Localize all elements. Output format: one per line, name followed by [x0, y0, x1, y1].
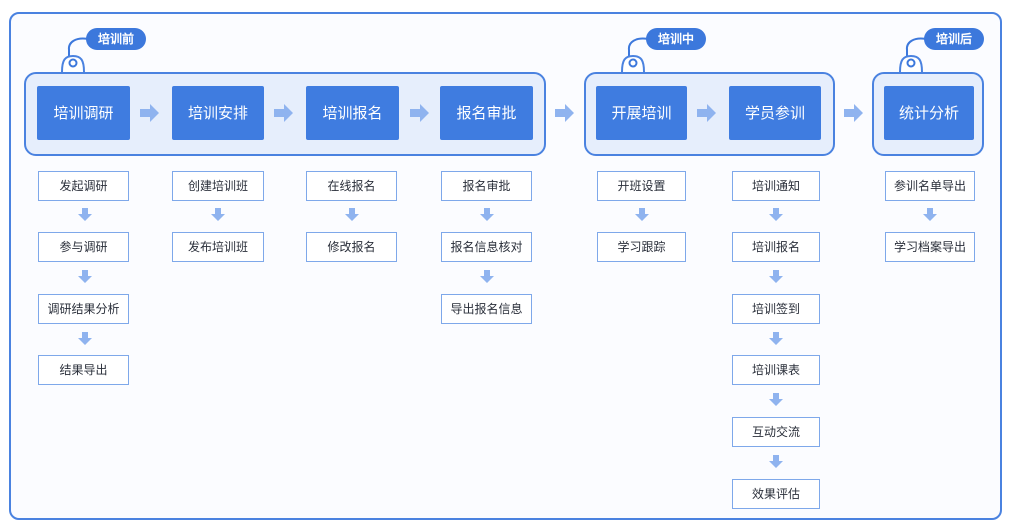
- right-arrow-icon: [844, 104, 863, 122]
- step-box: 发起调研: [38, 171, 129, 201]
- step-box: 培训通知: [732, 171, 820, 201]
- phase-tag: 培训前: [86, 28, 146, 50]
- stage-box: 学员参训: [729, 86, 821, 140]
- phase-tag: 培训中: [646, 28, 706, 50]
- right-arrow-icon: [555, 104, 574, 122]
- step-box: 创建培训班: [172, 171, 264, 201]
- right-arrow-icon: [140, 104, 159, 122]
- down-arrow-icon: [769, 455, 783, 468]
- step-box: 调研结果分析: [38, 294, 129, 324]
- step-box: 学习跟踪: [597, 232, 686, 262]
- step-box: 导出报名信息: [441, 294, 532, 324]
- hook-icon: [899, 37, 927, 73]
- step-box: 培训报名: [732, 232, 820, 262]
- stage-box: 统计分析: [884, 86, 974, 140]
- hook-icon: [61, 37, 89, 73]
- down-arrow-icon: [78, 270, 92, 283]
- step-box: 报名审批: [441, 171, 532, 201]
- stage-box: 报名审批: [440, 86, 533, 140]
- step-box: 效果评估: [732, 479, 820, 509]
- down-arrow-icon: [480, 270, 494, 283]
- down-arrow-icon: [480, 208, 494, 221]
- step-box: 在线报名: [306, 171, 397, 201]
- step-box: 发布培训班: [172, 232, 264, 262]
- down-arrow-icon: [769, 208, 783, 221]
- down-arrow-icon: [78, 208, 92, 221]
- down-arrow-icon: [923, 208, 937, 221]
- step-box: 修改报名: [306, 232, 397, 262]
- right-arrow-icon: [697, 104, 716, 122]
- down-arrow-icon: [769, 270, 783, 283]
- phase-tag: 培训后: [924, 28, 984, 50]
- right-arrow-icon: [410, 104, 429, 122]
- down-arrow-icon: [769, 393, 783, 406]
- stage-box: 培训报名: [306, 86, 399, 140]
- step-box: 培训签到: [732, 294, 820, 324]
- down-arrow-icon: [211, 208, 225, 221]
- step-box: 参与调研: [38, 232, 129, 262]
- step-box: 开班设置: [597, 171, 686, 201]
- stage-box: 开展培训: [596, 86, 687, 140]
- down-arrow-icon: [345, 208, 359, 221]
- step-box: 报名信息核对: [441, 232, 532, 262]
- step-box: 培训课表: [732, 355, 820, 385]
- step-box: 学习档案导出: [885, 232, 975, 262]
- down-arrow-icon: [635, 208, 649, 221]
- hook-icon: [621, 37, 649, 73]
- step-box: 参训名单导出: [885, 171, 975, 201]
- stage-box: 培训调研: [37, 86, 130, 140]
- step-box: 互动交流: [732, 417, 820, 447]
- step-box: 结果导出: [38, 355, 129, 385]
- stage-box: 培训安排: [172, 86, 264, 140]
- down-arrow-icon: [769, 332, 783, 345]
- down-arrow-icon: [78, 332, 92, 345]
- right-arrow-icon: [274, 104, 293, 122]
